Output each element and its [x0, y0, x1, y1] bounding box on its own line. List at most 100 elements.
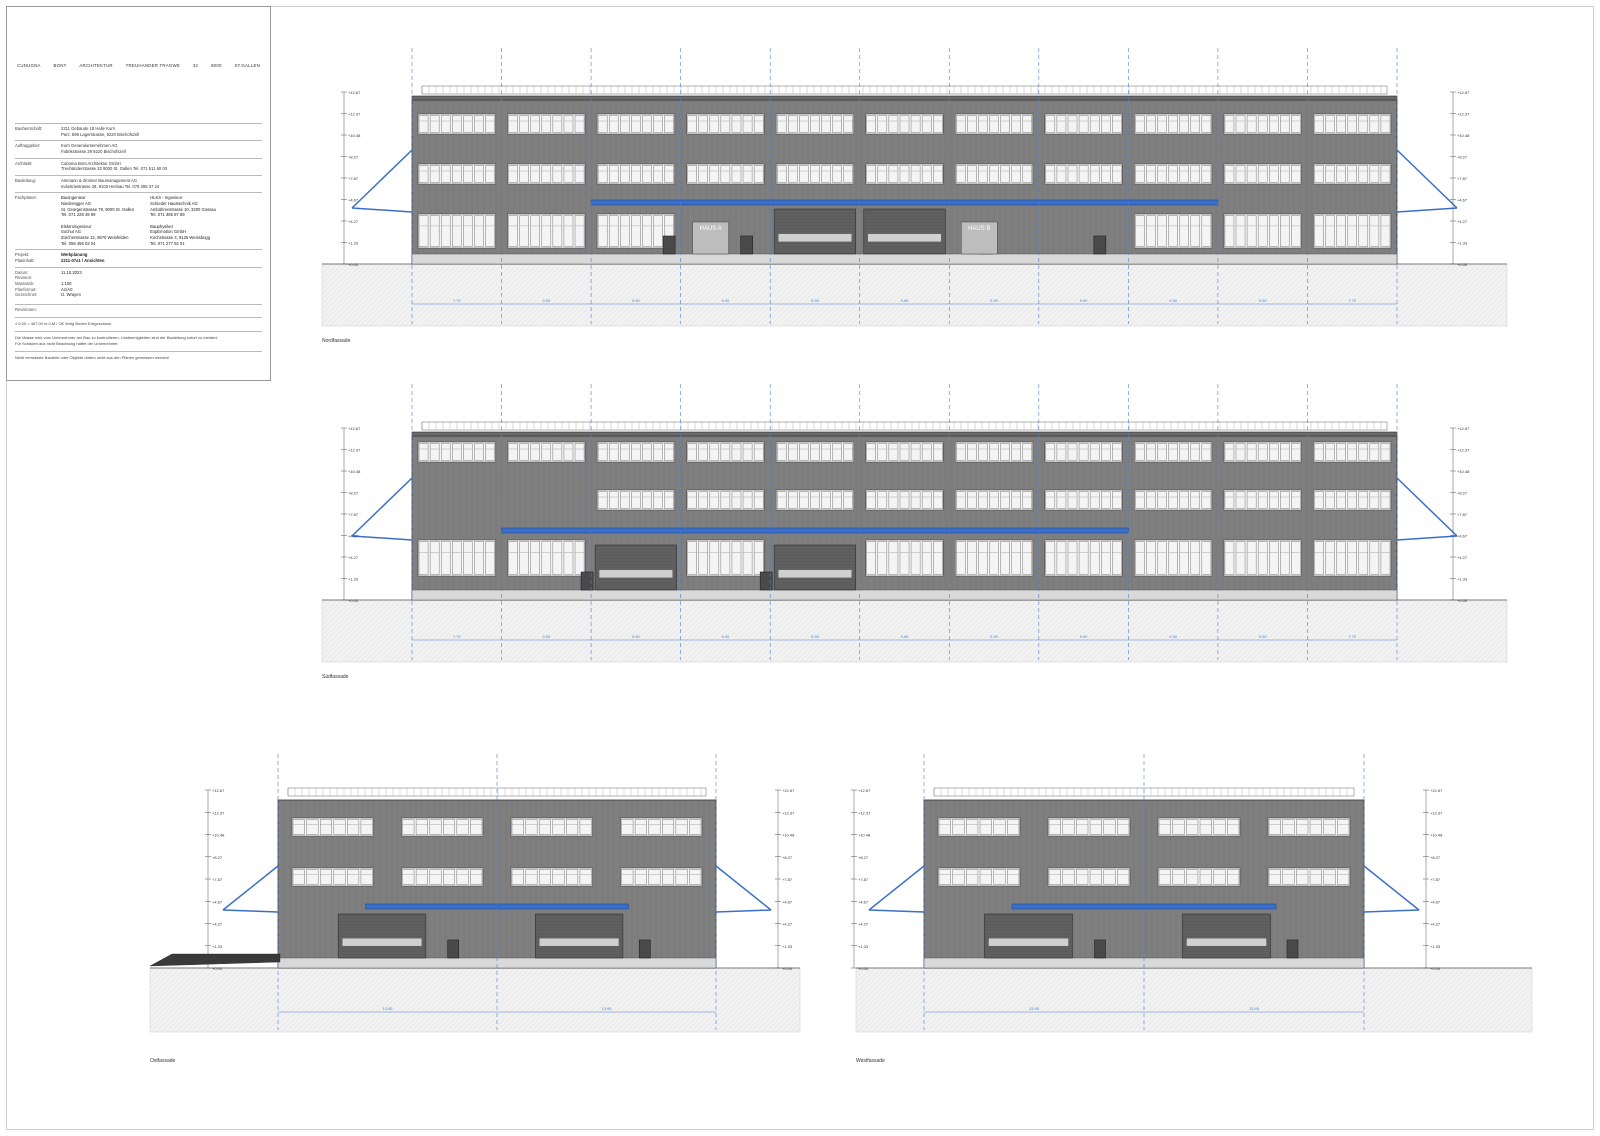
ground-hatch-line: [599, 599, 663, 663]
window-pane: [1336, 215, 1346, 247]
window-pane: [788, 165, 798, 183]
window-pane: [1007, 819, 1020, 835]
gate-window-strip: [867, 233, 942, 243]
window-pane: [485, 443, 495, 461]
ground-hatch-line: [1414, 263, 1478, 327]
window-pane: [687, 541, 697, 575]
window-pane: [485, 165, 495, 183]
ground-hatch-line: [794, 263, 858, 327]
ground-hatch-line: [665, 967, 731, 1033]
ground-hatch-line: [824, 263, 888, 327]
window-pane: [753, 165, 764, 183]
ground-hatch-line: [270, 967, 336, 1033]
level-label: +12.67: [1457, 426, 1470, 431]
ground-hatch-line: [894, 263, 958, 327]
ground-hatch-line: [529, 599, 593, 663]
dimension-label: 9.90: [542, 298, 551, 303]
ground-hatch-line: [1389, 263, 1453, 327]
ground-hatch-line: [1151, 967, 1217, 1033]
level-label: +12.67: [1430, 788, 1443, 793]
ground-hatch-line: [1136, 967, 1202, 1033]
window-pane: [440, 115, 451, 133]
window-pane: [1325, 165, 1335, 183]
ground-hatch-line: [675, 967, 741, 1033]
ground-hatch-line: [679, 599, 743, 663]
level-label: +1.33: [1457, 577, 1468, 582]
ground-hatch-line: [1199, 263, 1263, 327]
window-pane: [742, 491, 753, 509]
window-pane: [530, 541, 540, 575]
entrance-door: [662, 235, 676, 255]
ground-hatch-line: [1169, 263, 1233, 327]
window-pane: [552, 165, 563, 183]
window-pane: [698, 115, 708, 133]
window-pane: [1190, 165, 1201, 183]
ground-hatch-line: [479, 263, 543, 327]
window-pane: [511, 819, 524, 835]
ground-hatch-line: [555, 967, 621, 1033]
title-block-rows: Bauherrschaft: 2211 Gebäude 18 Halle Kur…: [15, 123, 262, 313]
window-pane: [508, 165, 518, 183]
ground-hatch-line: [1129, 599, 1193, 663]
window-pane: [440, 165, 451, 183]
window-pane: [1168, 115, 1178, 133]
window-pane: [1048, 819, 1061, 835]
ground-hatch-line: [505, 967, 571, 1033]
ground-hatch-line: [1481, 981, 1533, 1033]
window-pane: [1190, 443, 1201, 461]
header-word: 9000: [211, 63, 222, 68]
tb-row-bauherrschaft: Bauherrschaft: 2211 Gebäude 18 Halle Kur…: [15, 123, 262, 140]
window-pane: [1000, 541, 1010, 575]
ground-hatch-line: [660, 967, 726, 1033]
entrance-door: [447, 939, 460, 959]
ground-hatch-line: [450, 967, 516, 1033]
ground-hatch-line: [956, 967, 1022, 1033]
window-pane: [698, 491, 708, 509]
ground-hatch-line: [584, 599, 648, 663]
ground-hatch-line: [595, 967, 661, 1033]
ground-hatch-line: [984, 263, 1048, 327]
project-name: Werkplanung: [61, 252, 88, 258]
window-pane: [664, 115, 674, 133]
tb-row-fachplaner: Fachplaner: Bauingenieur Niederegger AG …: [15, 192, 262, 249]
rolling-gate: [1182, 913, 1271, 959]
ground-hatch-line: [629, 599, 693, 663]
ground-hatch-line: [809, 599, 873, 663]
ground-hatch-line: [1054, 263, 1118, 327]
window-pane: [653, 115, 663, 133]
ground-hatch-line: [155, 967, 221, 1033]
window-pane: [910, 443, 921, 461]
ground-hatch-line: [1079, 263, 1143, 327]
level-label: +4.67: [348, 534, 359, 539]
window-pane: [429, 541, 440, 575]
roof-railing: [421, 421, 1388, 431]
ground-hatch-line: [829, 263, 893, 327]
ground-hatch-line: [949, 263, 1013, 327]
window-pane: [843, 491, 853, 509]
meta-value: G. Wrayen: [61, 292, 81, 298]
ground-hatch-line: [535, 967, 601, 1033]
ground-hatch-line: [1014, 599, 1078, 663]
ground-hatch-line: [1309, 263, 1373, 327]
level-label: +7.87: [348, 176, 359, 181]
rolling-gate: [984, 913, 1073, 959]
ground-hatch-line: [1429, 599, 1493, 663]
tb-key: Planinhalt:: [15, 258, 35, 264]
window-pane: [993, 819, 1006, 835]
ground-hatch-line: [1041, 967, 1107, 1033]
ground-hatch-line: [1116, 967, 1182, 1033]
window-pane: [574, 115, 585, 133]
ground-hatch-line: [1344, 263, 1408, 327]
window-pane: [552, 869, 565, 885]
ground-hatch-line: [1401, 967, 1467, 1033]
ground-hatch-line: [1406, 967, 1472, 1033]
ground-hatch-line: [1014, 263, 1078, 327]
ground-hatch-line: [515, 967, 581, 1033]
window-pane: [1380, 443, 1391, 461]
ground-hatch-line: [444, 263, 508, 327]
ground-hatch-line: [1004, 599, 1068, 663]
ground-hatch-line: [580, 967, 646, 1033]
window-pane: [508, 443, 518, 461]
window-pane: [418, 215, 429, 247]
